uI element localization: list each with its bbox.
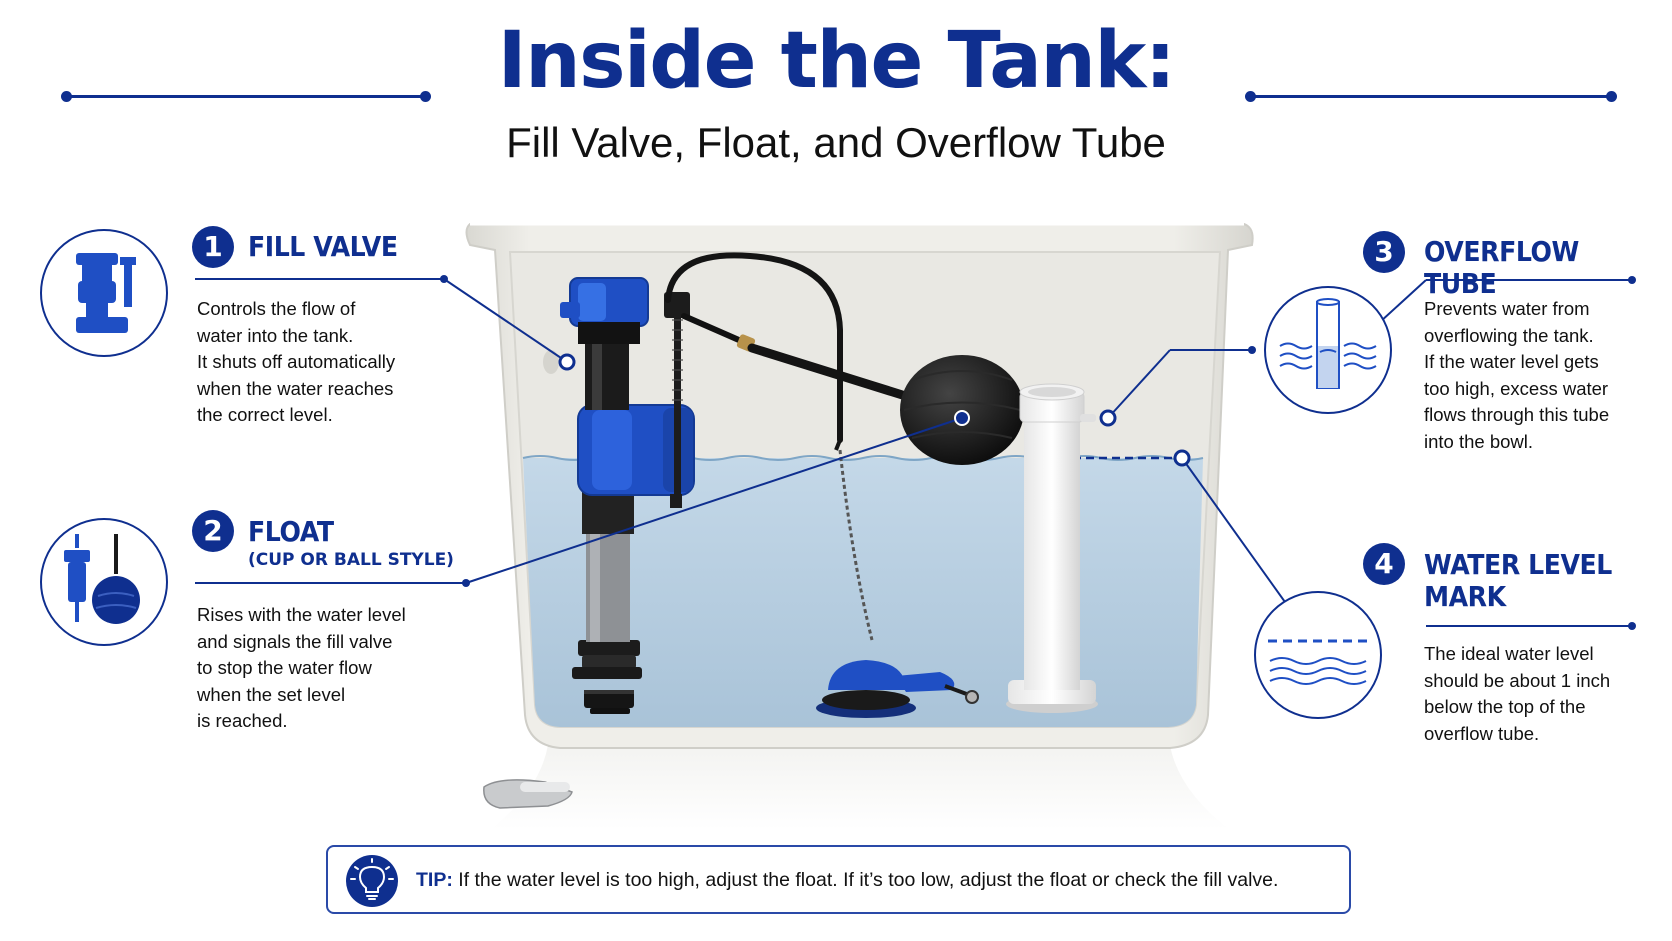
tip-body: If the water level is too high, adjust t… <box>458 869 1279 891</box>
part-2-sublabel: (CUP OR BALL STYLE) <box>248 550 454 570</box>
part-3-label: OVERFLOW TUBE <box>1424 235 1579 301</box>
fill-valve-icon <box>40 229 168 357</box>
lightbulb-icon <box>346 855 398 907</box>
overflow-tube <box>1006 383 1098 713</box>
part-4-number: 4 <box>1363 543 1405 585</box>
overflow-tube-icon <box>1264 286 1392 414</box>
page-title: Inside the Tank: <box>497 16 1176 106</box>
float-icon <box>40 518 168 646</box>
tip-box: TIP: If the water level is too high, adj… <box>326 845 1351 914</box>
tip-text: TIP: If the water level is too high, adj… <box>416 869 1278 892</box>
toilet-bowl <box>490 745 1230 830</box>
page-subtitle: Fill Valve, Float, and Overflow Tube <box>506 119 1166 166</box>
leader-dots <box>440 275 1636 630</box>
flapper <box>816 660 979 718</box>
part-2-label: FLOAT <box>248 515 334 548</box>
title-rule-left <box>61 91 431 102</box>
part-1-number: 1 <box>192 226 234 268</box>
part-3-number: 3 <box>1363 231 1405 273</box>
water-level-icon <box>1254 591 1382 719</box>
part-1-label: FILL VALVE <box>248 230 398 263</box>
title-rule-right <box>1245 91 1617 102</box>
part-2-number: 2 <box>192 510 234 552</box>
tip-label: TIP: <box>416 869 453 891</box>
flush-handle <box>483 779 573 809</box>
leader-lines <box>195 278 1632 631</box>
fill-valve <box>560 277 695 714</box>
